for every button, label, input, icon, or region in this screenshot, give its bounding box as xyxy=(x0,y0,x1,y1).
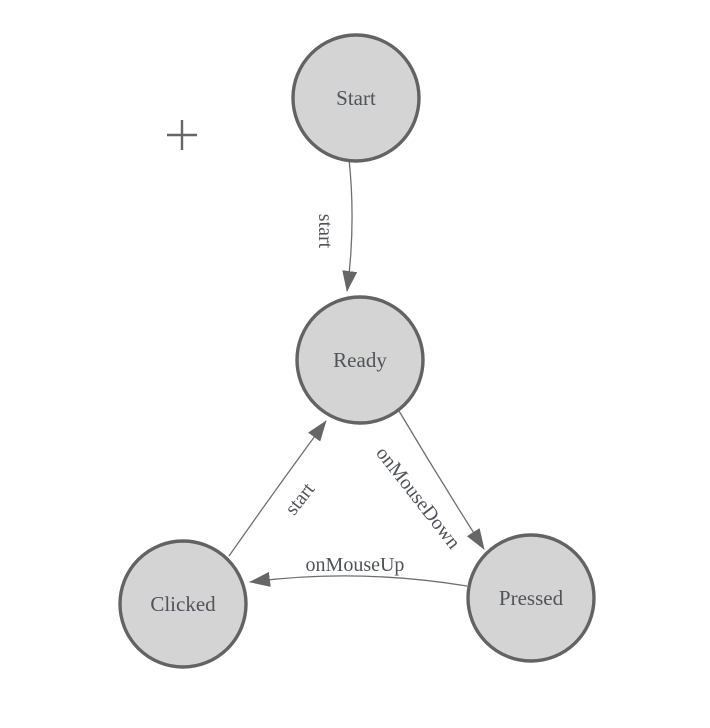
transition-ready-to-pressed[interactable]: onMouseDown xyxy=(371,410,485,554)
state-node-pressed[interactable]: Pressed xyxy=(466,533,596,663)
state-node-clicked[interactable]: Clicked xyxy=(118,539,248,669)
state-label-pressed: Pressed xyxy=(499,586,564,610)
transition-label-start-to-ready: start xyxy=(314,214,336,249)
state-label-start: Start xyxy=(336,86,376,110)
state-node-ready[interactable]: Ready xyxy=(295,295,425,425)
transition-line-ready-to-pressed[interactable] xyxy=(398,410,485,550)
state-label-ready: Ready xyxy=(333,348,387,372)
transition-label-pressed-to-clicked: onMouseUp xyxy=(306,554,405,576)
state-circle-start[interactable] xyxy=(291,33,421,163)
state-label-clicked: Clicked xyxy=(150,592,216,616)
transition-start-to-ready[interactable]: start xyxy=(314,158,358,292)
state-circle-pressed[interactable] xyxy=(466,533,596,663)
transition-clicked-to-ready[interactable]: start xyxy=(228,420,327,557)
state-node-start[interactable]: Start xyxy=(291,33,421,163)
transition-line-pressed-to-clicked[interactable] xyxy=(249,571,468,587)
transition-label-ready-to-pressed: onMouseDown xyxy=(371,443,464,554)
state-circle-clicked[interactable] xyxy=(118,539,248,669)
state-circle-ready[interactable] xyxy=(295,295,425,425)
transition-line-start-to-ready[interactable] xyxy=(342,158,358,292)
transition-line-clicked-to-ready[interactable] xyxy=(228,420,327,557)
crosshair-icon xyxy=(167,120,197,150)
transition-pressed-to-clicked[interactable]: onMouseUp xyxy=(249,554,468,587)
transition-label-clicked-to-ready: start xyxy=(281,478,320,519)
